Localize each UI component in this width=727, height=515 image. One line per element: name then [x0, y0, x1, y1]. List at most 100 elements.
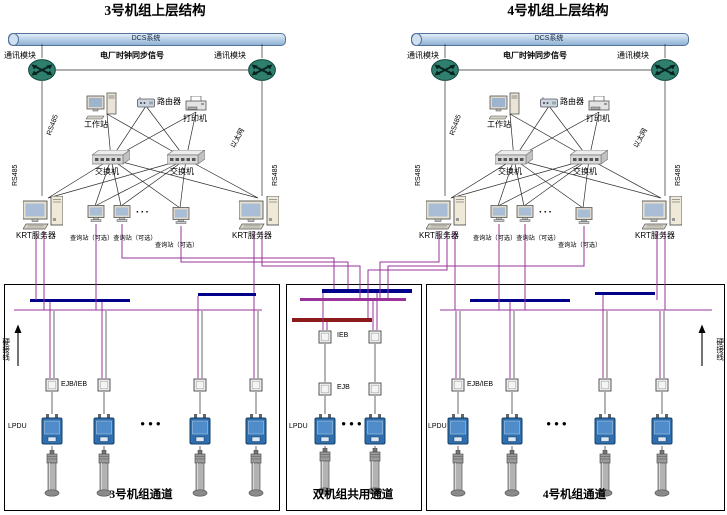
- unit3-rs485_left-label: RS485: [12, 164, 19, 186]
- unit4-printer-icon: [587, 95, 611, 113]
- unit3-dots-label: ···: [136, 207, 151, 218]
- unit4-col4-lpdu-device-icon: [651, 414, 673, 446]
- unit4-col1-junction-box-icon: [451, 378, 465, 392]
- shared-lpdu-label: LPDU: [289, 423, 308, 430]
- unit4-switch-icon-left: [493, 149, 535, 165]
- unit4-clock_sync-label: 电厂时钟同步信号: [503, 51, 567, 60]
- channel3-hardwire-label: 硬接线: [1, 338, 11, 361]
- unit4-col1-detector-icon: [450, 449, 466, 498]
- unit4-switch_right-label: 交换机: [573, 167, 597, 176]
- unit4-col2-detector-icon: [504, 449, 520, 498]
- unit4-switch-icon-right: [568, 149, 610, 165]
- unit3-printer-icon: [184, 95, 208, 113]
- unit3-router-icon: [137, 97, 155, 108]
- unit4-fieldbus-bar-left: [470, 299, 570, 302]
- channel4-ejb-ieb-label: EJB/IEB: [467, 381, 494, 388]
- shared-dots: ●●●: [341, 419, 365, 428]
- shared-col2-detector-icon: [367, 447, 383, 496]
- unit4-comm_right-label: 通讯模块: [617, 51, 649, 60]
- unit4-workstation-icon: [488, 92, 521, 120]
- unit3-rs485_right-label: RS485: [272, 164, 279, 186]
- unit3-krt_left-label: KRT服务器: [16, 231, 56, 240]
- channel3-ejb-ieb-label: EJB/IEB: [61, 381, 88, 388]
- unit3-col4-detector-icon: [248, 449, 264, 498]
- unit3-col2-junction-box-icon: [97, 378, 111, 392]
- unit4-col3-lpdu-device-icon: [594, 414, 616, 446]
- shared-col1-ejb-box-icon: [318, 382, 332, 396]
- unit3-fieldbus-bar-right: [198, 293, 256, 296]
- unit3-switch_right-label: 交换机: [170, 167, 194, 176]
- unit3-workstation-icon: [85, 92, 118, 120]
- channel4-hardwire-label: 硬接线: [715, 338, 725, 361]
- shared-col2-ejb-box-icon: [368, 382, 382, 396]
- channel3-lpdu-label: LPDU: [8, 423, 27, 430]
- unit4-krt_right-label: KRT服务器: [635, 231, 675, 240]
- unit4-query-station-icon-1: [490, 205, 508, 222]
- shared-ejb-label: EJB: [337, 384, 350, 391]
- unit3-switch_left-label: 交换机: [95, 167, 119, 176]
- shared-col2-lpdu-device-icon: [364, 414, 386, 446]
- unit3-workstation-label: 工作站: [84, 120, 108, 129]
- unit4-fieldbus-bar-right: [595, 292, 655, 295]
- unit3-router-label: 路由器: [157, 97, 181, 106]
- unit4-switch_left-label: 交换机: [498, 167, 522, 176]
- unit3-col1-detector-icon: [44, 449, 60, 498]
- unit4-rs485_right-label: RS485: [675, 164, 682, 186]
- unit4-router-label: 路由器: [560, 97, 584, 106]
- shared-col1-lpdu-device-icon: [314, 414, 336, 446]
- unit3-col4-lpdu-device-icon: [245, 414, 267, 446]
- shared-fieldbus-bar-darkred: [292, 318, 372, 322]
- unit3-col1-junction-box-icon: [45, 378, 59, 392]
- unit3-krt_right-label: KRT服务器: [232, 231, 272, 240]
- unit4-col3-detector-icon: [597, 449, 613, 498]
- channel4-label: 4号机组通道: [542, 489, 607, 501]
- unit4-query-station-icon-2: [516, 205, 534, 222]
- unit3-dcs-label: DCS系统: [131, 35, 161, 42]
- unit4-col2-lpdu-device-icon: [501, 414, 523, 446]
- unit4-dcs-label: DCS系统: [534, 35, 564, 42]
- bus-cap: [411, 33, 422, 46]
- unit4-comm_left-label: 通讯模块: [407, 51, 439, 60]
- unit3-title-label: 3号机组上层结构: [104, 3, 206, 18]
- unit3-col3-detector-icon: [192, 449, 208, 498]
- channel4-lpdu-label: LPDU: [428, 423, 447, 430]
- unit4-router-icon: [540, 97, 558, 108]
- shared-col1-detector-icon: [317, 447, 333, 496]
- unit4-query_pair-label: 查询站（可选）查询站（可选）: [473, 235, 560, 242]
- unit3-query-station-icon-3: [172, 207, 190, 224]
- shared-col2-ieb-box-icon: [368, 330, 382, 344]
- unit3-router-x-icon-right: [248, 59, 276, 81]
- unit3-clock_sync-label: 电厂时钟同步信号: [100, 51, 164, 60]
- unit4-col3-junction-box-icon: [598, 378, 612, 392]
- unit4-krt_left-label: KRT服务器: [419, 231, 459, 240]
- unit4-printer-label: 打印机: [586, 114, 610, 123]
- channel3-dots: ●●●: [140, 419, 164, 428]
- unit3-krt-server-icon-right: [238, 195, 280, 232]
- unit4-router-x-icon-right: [651, 59, 679, 81]
- shared-channel-label: 双机组共用通道: [312, 489, 394, 501]
- unit3-col1-lpdu-device-icon: [41, 414, 63, 446]
- shared-ieb-label: IEB: [337, 332, 349, 339]
- unit4-col4-detector-icon: [654, 449, 670, 498]
- unit3-fieldbus-bar-left: [30, 299, 130, 302]
- unit4-dots-label: ···: [539, 207, 554, 218]
- channel-box-unit4: [426, 284, 725, 511]
- channel3-label: 3号机组通道: [109, 489, 173, 501]
- unit3-printer-label: 打印机: [183, 114, 207, 123]
- unit4-title-label: 4号机组上层结构: [507, 3, 609, 18]
- unit4-query_single-label: 查询站（可选）: [558, 242, 602, 249]
- unit4-router-x-icon-left: [431, 59, 459, 81]
- unit4-krt-server-icon-right: [641, 195, 683, 232]
- unit4-workstation-label: 工作站: [487, 120, 511, 129]
- unit3-switch-icon-left: [90, 149, 132, 165]
- shared-fieldbus-bar-purple: [300, 298, 406, 301]
- unit3-col4-junction-box-icon: [249, 378, 263, 392]
- channel4-dots: ●●●: [546, 419, 570, 428]
- shared-col1-ieb-box-icon: [318, 330, 332, 344]
- shared-fieldbus-bar-navy: [322, 289, 412, 293]
- unit4-col2-junction-box-icon: [505, 378, 519, 392]
- unit3-dcs-bus: [8, 33, 286, 46]
- unit4-rs485_left-label: RS485: [415, 164, 422, 186]
